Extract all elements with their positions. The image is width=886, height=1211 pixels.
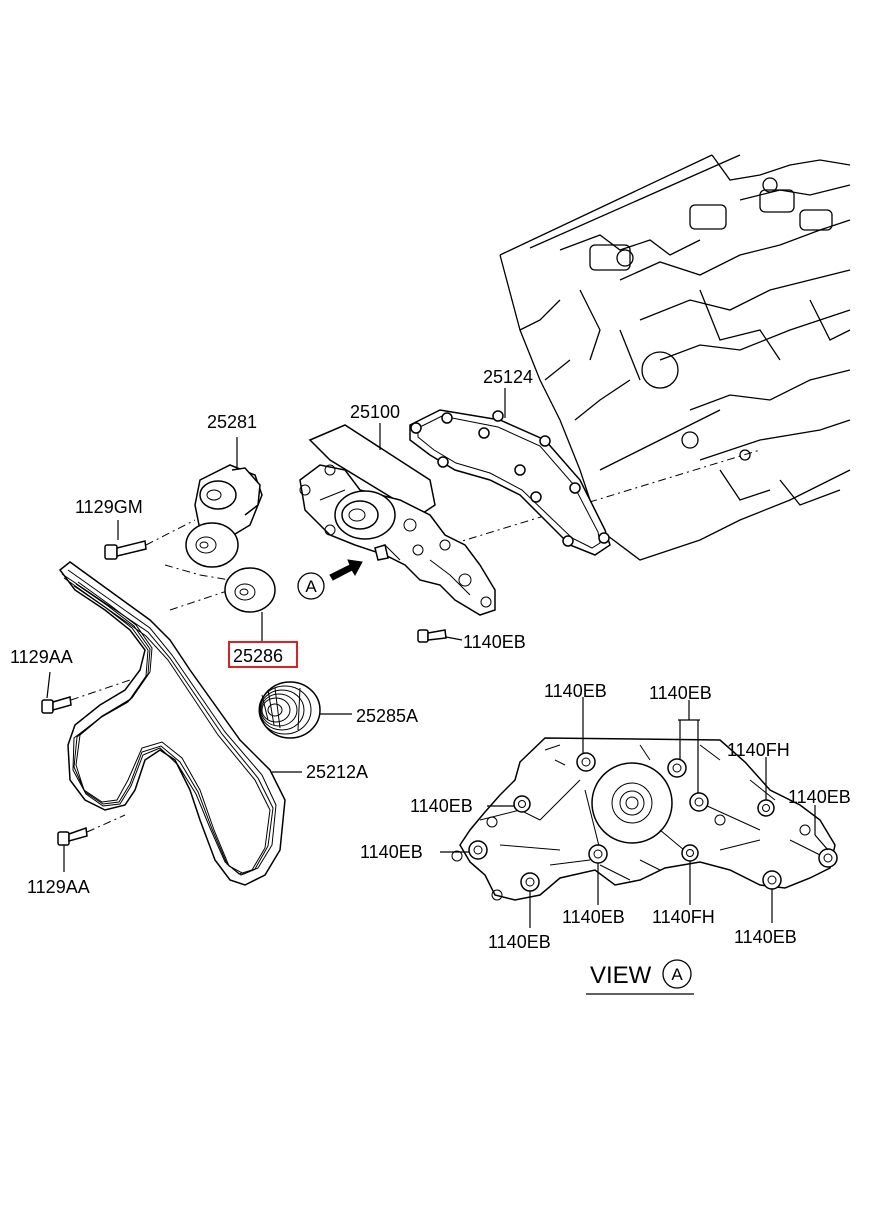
- view-a-label-top-left: 1140EB: [544, 681, 607, 701]
- tensioner-25281: [185, 437, 263, 568]
- label-25286: 25286: [233, 646, 283, 666]
- view-a-label-right-fh: 1140FH: [727, 740, 790, 760]
- view-a-label-bottom-left: 1140EB: [488, 932, 551, 952]
- view-a-title-text: VIEW: [590, 962, 652, 989]
- view-a-label-bottom-center: 1140EB: [562, 907, 625, 927]
- label-25100: 25100: [350, 402, 400, 422]
- belt-25212A: [58, 561, 302, 886]
- view-a-title: VIEW A: [586, 959, 694, 995]
- label-1129AA-bottom: 1129AA: [27, 877, 90, 897]
- view-a-title-letter: A: [671, 965, 683, 984]
- view-a-label-left-upper: 1140EB: [410, 796, 473, 816]
- view-a-pump-detail: [451, 737, 838, 901]
- label-25124: 25124: [483, 367, 533, 387]
- view-a-label-left-lower: 1140EB: [360, 842, 423, 862]
- label-1129AA-top: 1129AA: [10, 647, 73, 667]
- bolt-1129AA-top: [41, 671, 131, 714]
- assembly-axis: [399, 449, 761, 561]
- gasket-25124: [409, 409, 611, 556]
- idler-pulley-25286: [224, 567, 276, 642]
- view-a-label-bottom-fh: 1140FH: [652, 907, 715, 927]
- view-a-label-top-right: 1140EB: [649, 683, 712, 703]
- bolt-1140EB: [417, 629, 463, 643]
- view-a-callout: [297, 572, 325, 600]
- view-a-label-bottom-right: 1140EB: [734, 927, 797, 947]
- bolt-1129AA-bottom: [57, 814, 126, 872]
- label-1140EB-main: 1140EB: [463, 632, 526, 652]
- view-a-title-circle: [662, 959, 692, 989]
- label-25285A: 25285A: [356, 706, 418, 726]
- engine-block: [499, 154, 851, 561]
- label-1129GM: 1129GM: [75, 497, 143, 517]
- grooved-pulley-25285A: [258, 681, 352, 739]
- label-25212A: 25212A: [306, 762, 368, 782]
- view-a-callout-letter: A: [305, 577, 317, 596]
- water-pump-25100: [299, 424, 496, 616]
- view-a-arrow: A: [297, 559, 363, 600]
- highlight-box-25286: [228, 641, 298, 668]
- tensioner-axis: [164, 564, 231, 581]
- bolt-1129GM: [104, 519, 196, 560]
- view-a-leaders: [440, 697, 829, 928]
- view-a-label-far-right: 1140EB: [788, 787, 851, 807]
- pulley-axis: [169, 589, 231, 611]
- label-25281: 25281: [207, 412, 257, 432]
